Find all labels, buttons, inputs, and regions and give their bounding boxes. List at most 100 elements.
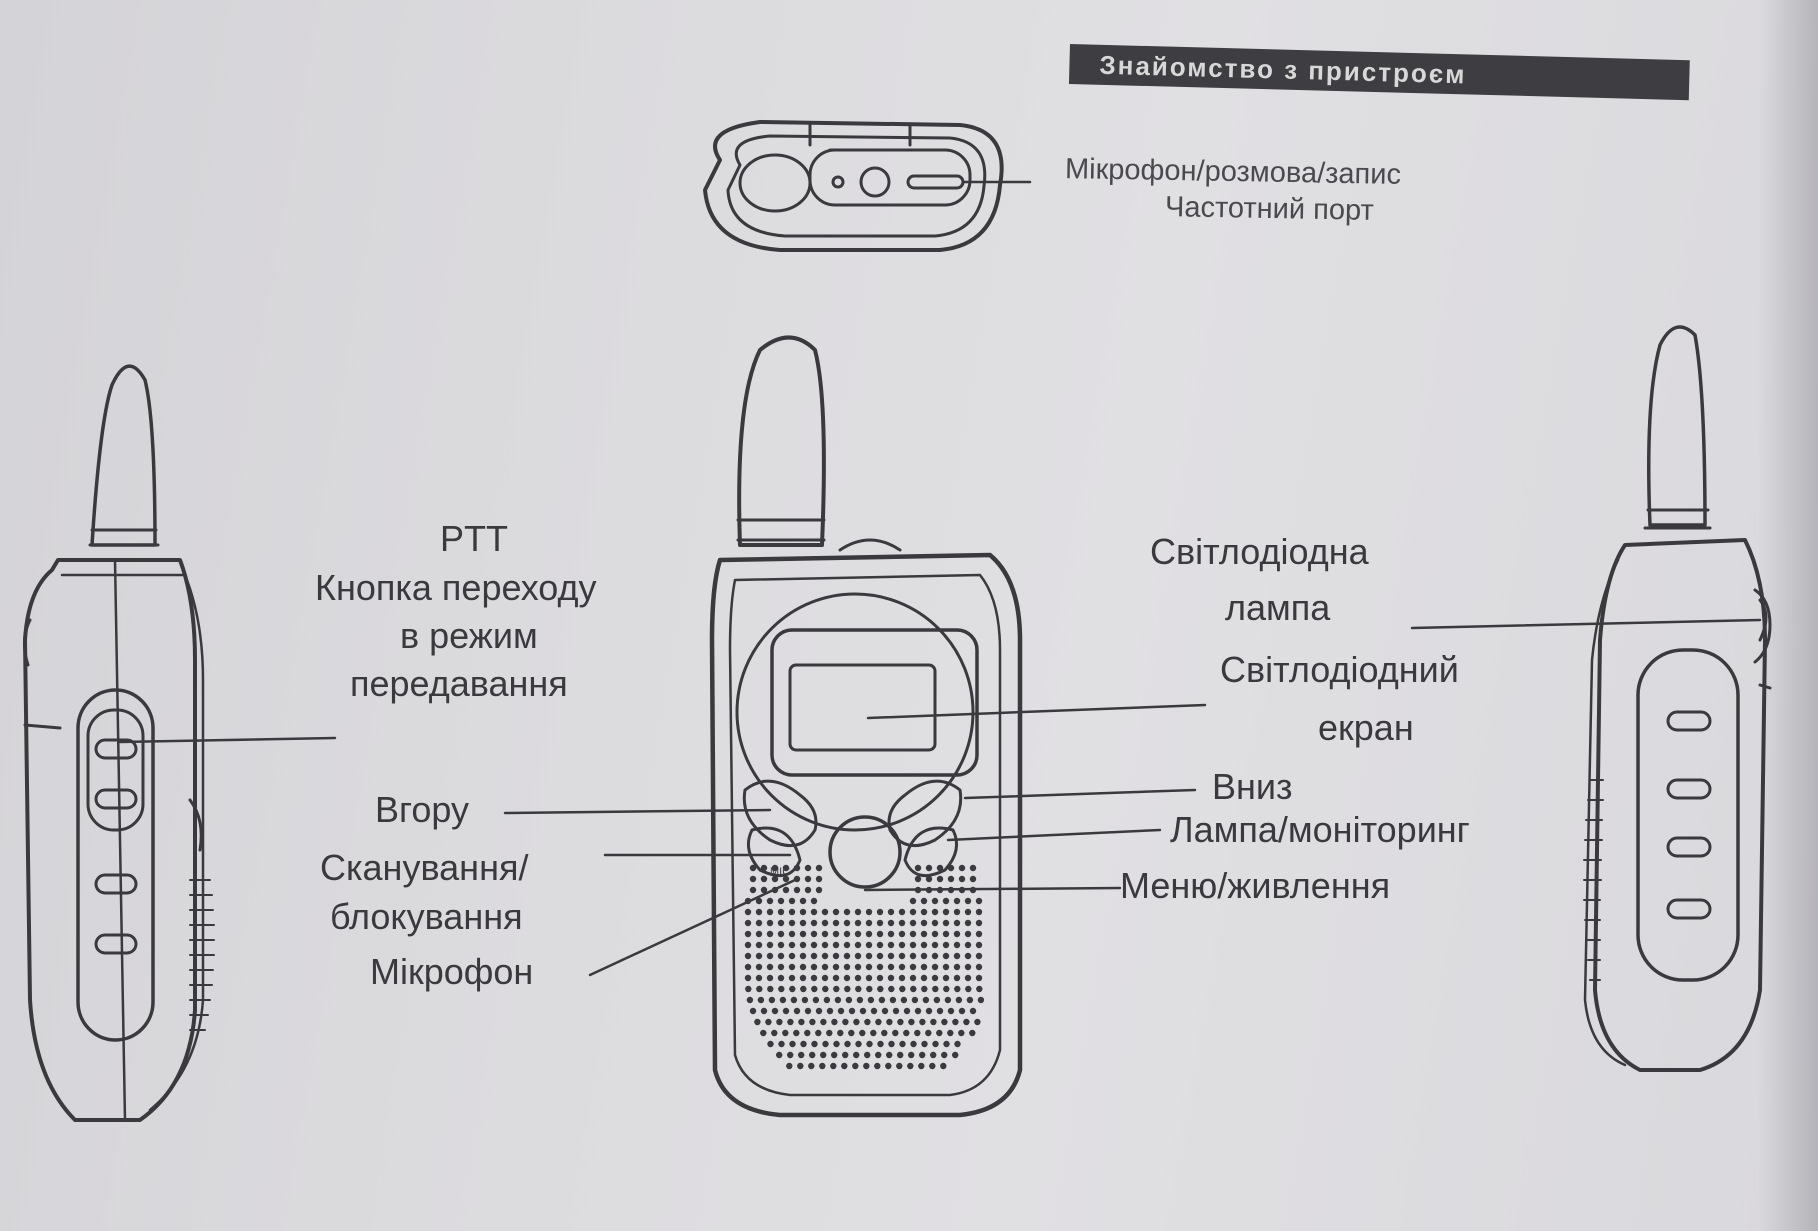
speaker-hole bbox=[909, 941, 917, 949]
speaker-hole bbox=[920, 930, 928, 938]
speaker-hole bbox=[821, 974, 829, 982]
speaker-hole bbox=[804, 1029, 811, 1037]
speaker-hole bbox=[886, 1018, 893, 1026]
speaker-hole bbox=[771, 875, 779, 883]
speaker-hole bbox=[875, 1051, 882, 1059]
speaker-hole bbox=[854, 930, 862, 938]
speaker-hole bbox=[909, 919, 917, 927]
speaker-hole bbox=[766, 952, 774, 960]
speaker-hole bbox=[940, 1062, 947, 1070]
speaker-hole bbox=[920, 952, 928, 960]
speaker-hole bbox=[876, 930, 884, 938]
speaker-hole bbox=[822, 985, 829, 993]
speaker-hole bbox=[811, 1040, 818, 1048]
speaker-hole bbox=[799, 908, 807, 916]
speaker-hole bbox=[909, 963, 917, 971]
speaker-hole bbox=[777, 952, 785, 960]
speaker-hole bbox=[832, 930, 840, 938]
speaker-hole bbox=[777, 974, 785, 982]
speaker-hole bbox=[822, 1040, 829, 1048]
speaker-hole bbox=[793, 886, 801, 894]
speaker-hole bbox=[964, 974, 972, 982]
speaker-hole bbox=[843, 919, 851, 927]
speaker-hole bbox=[914, 1029, 921, 1037]
speaker-hole bbox=[936, 1029, 943, 1037]
speaker-hole bbox=[854, 963, 862, 971]
speaker-hole bbox=[953, 963, 961, 971]
speaker-hole bbox=[749, 864, 757, 872]
speaker-hole bbox=[843, 941, 851, 949]
speaker-hole bbox=[782, 1029, 789, 1037]
speaker-hole bbox=[749, 886, 757, 894]
speaker-hole bbox=[969, 1007, 977, 1015]
speaker-hole bbox=[942, 974, 950, 982]
ptt-label: PTT bbox=[440, 518, 508, 559]
speaker-hole bbox=[943, 1040, 950, 1048]
speaker-hole bbox=[930, 1051, 937, 1059]
speaker-hole bbox=[920, 908, 928, 916]
speaker-hole bbox=[746, 996, 754, 1004]
speaker-hole bbox=[799, 897, 807, 905]
speaker-hole bbox=[771, 864, 779, 872]
speaker-hole bbox=[889, 996, 897, 1004]
led-screen-label-1: Світлодіодний bbox=[1220, 649, 1459, 690]
speaker-hole bbox=[843, 974, 851, 982]
speaker-hole bbox=[931, 908, 939, 916]
speaker-hole bbox=[941, 1051, 948, 1059]
speaker-hole bbox=[877, 1040, 884, 1048]
speaker-hole bbox=[942, 963, 950, 971]
speaker-hole bbox=[953, 897, 961, 905]
speaker-hole bbox=[887, 930, 895, 938]
speaker-hole bbox=[864, 1018, 871, 1026]
speaker-hole bbox=[744, 974, 752, 982]
led-lamp-window bbox=[1753, 588, 1772, 664]
speaker-hole bbox=[910, 985, 917, 993]
speaker-hole bbox=[876, 974, 884, 982]
speaker-hole bbox=[942, 908, 950, 916]
speaker-hole bbox=[810, 930, 818, 938]
speaker-hole bbox=[952, 1018, 959, 1026]
scan-label-1: Сканування/ bbox=[320, 847, 529, 888]
speaker-hole bbox=[909, 974, 917, 982]
right-side-panel bbox=[1636, 648, 1740, 982]
speaker-hole bbox=[947, 875, 955, 883]
speaker-hole bbox=[853, 1018, 860, 1026]
speaker-hole bbox=[914, 1007, 922, 1015]
speaker-hole bbox=[947, 1007, 955, 1015]
speaker-hole bbox=[810, 919, 818, 927]
speaker-hole bbox=[848, 1029, 855, 1037]
speaker-hole bbox=[831, 1051, 838, 1059]
speaker-hole bbox=[815, 1029, 822, 1037]
scan-label-2: блокування bbox=[330, 896, 523, 937]
speaker-hole bbox=[826, 1029, 833, 1037]
speaker-hole bbox=[799, 952, 807, 960]
speaker-hole bbox=[766, 919, 774, 927]
mic-port-icon bbox=[859, 166, 891, 198]
top-view-device bbox=[703, 120, 1004, 252]
speaker-hole bbox=[845, 996, 853, 1004]
speaker-hole bbox=[744, 919, 752, 927]
speaker-hole bbox=[929, 1062, 936, 1070]
speaker-hole bbox=[843, 952, 851, 960]
speaker-hole bbox=[744, 963, 752, 971]
speaker-hole bbox=[975, 897, 983, 905]
left-side-device bbox=[23, 364, 215, 1122]
speaker-hole bbox=[799, 930, 807, 938]
speaker-hole bbox=[854, 919, 862, 927]
speaker-hole bbox=[974, 1018, 981, 1026]
speaker-hole bbox=[953, 952, 961, 960]
speaker-hole bbox=[899, 1040, 906, 1048]
speaker-hole bbox=[877, 985, 884, 993]
speaker-grille bbox=[744, 864, 985, 1070]
speaker-hole bbox=[936, 875, 944, 883]
speaker-hole bbox=[936, 864, 944, 872]
speaker-hole bbox=[745, 985, 752, 993]
menu-power-button bbox=[828, 815, 902, 889]
speaker-hole bbox=[876, 941, 884, 949]
speaker-hole bbox=[833, 985, 840, 993]
speaker-hole bbox=[760, 1007, 768, 1015]
lamp-monitor-label: Лампа/моніторинг bbox=[1170, 809, 1470, 850]
speaker-hole bbox=[931, 897, 939, 905]
speaker-hole bbox=[969, 1029, 976, 1037]
speaker-hole bbox=[943, 985, 950, 993]
